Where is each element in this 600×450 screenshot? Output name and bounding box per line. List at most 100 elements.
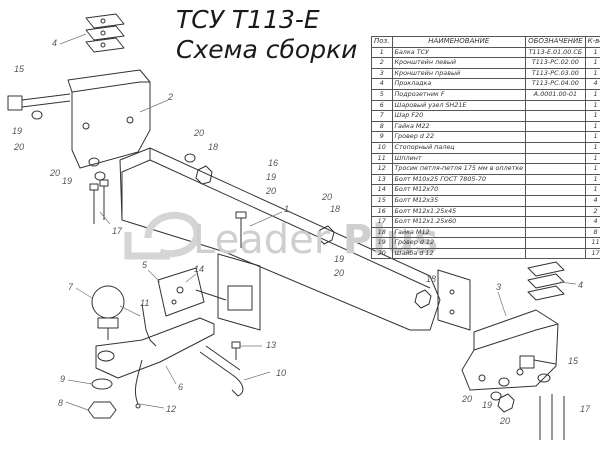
cell-quantity: 1 [584,67,600,80]
cell-name: Болт М12х1.25х60 [391,216,527,228]
diagram-title: ТСУ Т113-Е [176,5,320,34]
watermark-light: Leader [193,217,343,263]
cell-designation: A.0001.00-01 [525,88,586,101]
callout-19: 19 [12,126,22,136]
callout-7: 7 [68,282,74,292]
callout-18: 18 [330,204,340,214]
cell-quantity: 17 [584,247,600,260]
cell-name: Подрозетник F [391,88,527,101]
cell-name: Кронштейн правый [391,67,527,80]
cell-position: 3 [371,67,393,80]
ball-mount-sh21e [95,317,215,379]
cell-position: 4 [371,78,393,90]
cell-name: Кронштейн левый [391,57,527,69]
cell-quantity: 4 [584,216,600,228]
cell-designation [525,99,586,112]
parts-table-header: Поз. НАИМЕНОВАНИЕ ОБОЗНАЧЕНИЕ К-во [371,36,600,48]
cell-position: 18 [371,226,393,239]
callout-20: 20 [265,186,276,196]
cell-quantity: 1 [584,110,600,122]
locking-pin [199,345,244,397]
cell-name: Гайка М22 [391,120,527,133]
cell-designation [525,237,586,249]
cell-quantity: 1 [584,46,600,59]
bolt-m12x70 [195,289,227,301]
cell-position: 14 [371,184,393,196]
callout-20: 20 [499,416,510,426]
bolt-m12x35-top-left [7,93,71,111]
spacer-plates-right [527,261,565,301]
callout-18: 18 [208,142,218,152]
callout-4: 4 [578,280,583,290]
cell-designation [525,141,586,154]
cell-name: Шар F20 [391,110,527,122]
cell-designation [525,194,586,207]
spacer-plates-top-left [85,13,125,53]
cell-name: Шайба d 12 [391,247,527,260]
callout-20: 20 [49,168,60,178]
cell-position: 9 [371,131,393,143]
cell-designation [525,205,586,218]
callout-20: 20 [321,192,332,202]
cell-designation: Т113-Е.01.00.СБ [525,46,586,59]
callout-10: 10 [276,368,286,378]
cell-name: Гайка М12 [391,226,527,239]
header-quantity: К-во [584,36,600,48]
cell-designation [525,110,586,122]
cell-quantity: 1 [584,120,600,133]
cell-position: 15 [371,194,393,207]
cell-position: 6 [371,99,393,112]
grover-d22-and-nut-m22 [87,378,117,419]
cell-designation [525,184,586,196]
callout-6: 6 [178,382,183,392]
cell-position: 13 [371,173,393,186]
cell-position: 5 [371,88,393,101]
cell-name: Тросик петля-петля 175 мм в оплетке [391,163,527,175]
cell-name: Болт М12х35 [391,194,527,207]
cell-quantity: 1 [584,141,600,154]
leader-lines [59,33,577,411]
cell-quantity: 1 [584,88,600,101]
callout-19: 19 [62,176,72,186]
bolts-m12x60-left [89,179,109,224]
cell-position: 8 [371,120,393,133]
cell-name: Гровер d 22 [391,131,527,143]
cell-quantity: 2 [584,205,600,218]
cell-quantity: 11 [584,237,600,249]
nuts-m12 [195,165,515,413]
cell-quantity: 1 [584,184,600,196]
watermark-logo-shapes [124,211,201,260]
bolt-m10x25 [231,341,241,360]
cell-quantity: 4 [584,194,600,207]
callout-15: 15 [14,64,25,74]
callout-20: 20 [193,128,204,138]
bolts-bottom-right [490,355,565,440]
left-bracket [67,69,151,169]
callout-8: 8 [58,398,63,408]
cotter-pin [141,303,157,347]
header-name: НАИМЕНОВАНИЕ [391,36,527,48]
cell-quantity: 1 [584,131,600,143]
cell-designation [525,120,586,133]
callout-20: 20 [13,142,24,152]
cell-quantity: 1 [584,152,600,165]
callout-20: 20 [461,394,472,404]
cell-designation: Т113-РС.03.00 [525,67,586,80]
cell-designation [525,131,586,143]
callout-11: 11 [140,298,149,308]
cell-name: Болт М10х25 ГОСТ 7805-70 [391,173,527,186]
cell-position: 12 [371,163,393,175]
callout-15: 15 [568,356,579,366]
cell-quantity: 4 [584,78,600,90]
cell-position: 20 [371,247,393,260]
cell-position: 17 [371,216,393,228]
callout-19: 19 [482,400,492,410]
